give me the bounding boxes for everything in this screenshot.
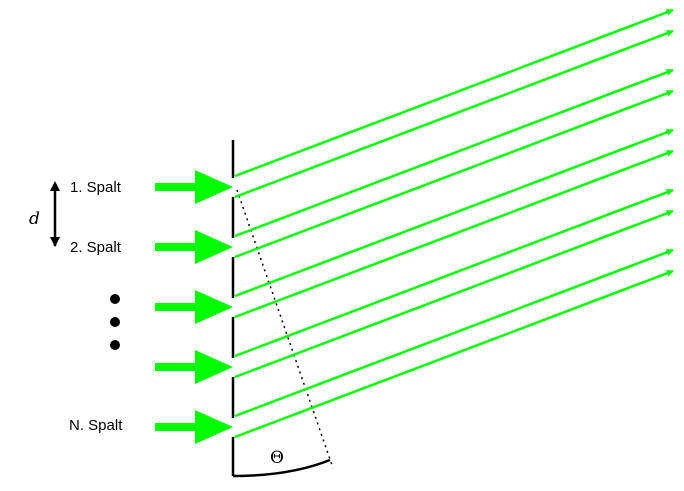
incident-arrow-5 <box>155 410 233 444</box>
diffracted-ray <box>234 188 674 358</box>
angle-arc <box>232 458 331 478</box>
slit-2-label: 2. Spalt <box>70 239 122 256</box>
slit-1-label: 1. Spalt <box>70 179 122 196</box>
incident-arrow-2 <box>155 230 233 264</box>
slit-n-label: N. Spalt <box>69 417 123 434</box>
diffracted-ray <box>234 149 674 319</box>
diffracted-ray <box>234 248 674 418</box>
diffracted-ray <box>234 269 674 439</box>
spacing-label: d <box>29 209 40 229</box>
diffracted-ray <box>234 68 674 238</box>
incident-arrow-1 <box>155 170 233 204</box>
diffracted-ray <box>234 128 674 298</box>
diffracted-ray <box>234 8 674 178</box>
ellipsis-dots <box>110 294 120 350</box>
diffracted-ray <box>234 29 674 199</box>
diffracted-ray <box>234 209 674 379</box>
diffracted-rays <box>234 8 674 439</box>
wavefront-perpendicular-line <box>236 189 334 469</box>
angle-label: Θ <box>270 448 284 468</box>
diffracted-ray <box>234 89 674 259</box>
incident-arrow-4 <box>155 350 233 384</box>
incident-beams <box>155 170 233 444</box>
incident-arrow-3 <box>155 290 233 324</box>
